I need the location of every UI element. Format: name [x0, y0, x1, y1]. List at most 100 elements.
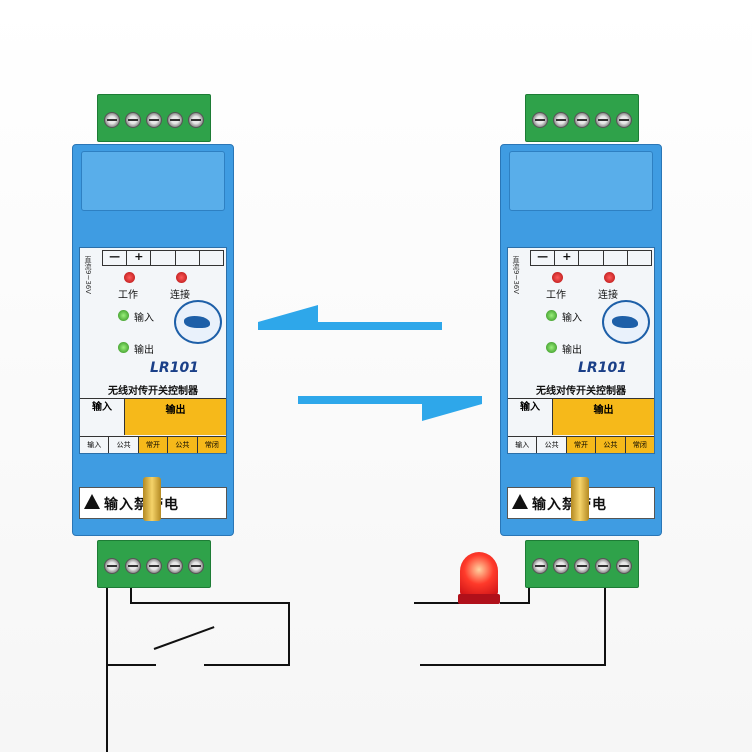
antenna-connector-icon [571, 477, 589, 521]
screw-icon [104, 558, 120, 574]
wire [130, 588, 132, 604]
polarity-cell [176, 251, 200, 265]
wire [106, 588, 108, 752]
work-label: 工作 [546, 290, 566, 301]
screw-icon [146, 112, 162, 128]
table-output-header: 输出 [165, 405, 186, 416]
wire [500, 602, 530, 604]
terminal-cell: 公共 [109, 437, 139, 453]
terminal-cell: 输入 [80, 437, 110, 453]
wire [204, 664, 290, 666]
screw-icon [188, 558, 204, 574]
terminal-cell: 输入 [508, 437, 538, 453]
wire [414, 602, 460, 604]
arrow-right-icon [298, 396, 482, 421]
device-housing: 直流9~36V — + 工作 连接 输入 输出 LR101 无线对传开关 [72, 144, 234, 536]
arrow-left-icon [258, 305, 442, 330]
polarity-cell: + [127, 251, 152, 265]
screw-icon [595, 112, 611, 128]
terminal-cell: 常开 [566, 437, 597, 453]
output-led-icon [546, 342, 557, 353]
top-terminal-block [97, 94, 211, 142]
screw-icon [188, 112, 204, 128]
polarity-cell [628, 251, 651, 265]
terminal-cell: 公共 [168, 437, 198, 453]
screw-icon [146, 558, 162, 574]
table-input-header: 输入 [520, 402, 540, 413]
brand-logo-icon [174, 300, 222, 344]
wire [420, 664, 606, 666]
screw-icon [616, 112, 632, 128]
screw-icon [167, 558, 183, 574]
power-label: 直流9~36V [84, 256, 92, 295]
terminal-cells: 输入 公共 常开 公共 常闭 [80, 436, 227, 453]
terminal-cell: 公共 [537, 437, 567, 453]
wire [130, 602, 290, 604]
link-led-icon [176, 272, 187, 283]
input-led-icon [546, 310, 557, 321]
table-output-header: 输出 [593, 405, 614, 416]
brand-logo-icon [602, 300, 650, 344]
terminal-cell: 公共 [596, 437, 626, 453]
table-output-section: 输出 [552, 399, 654, 435]
polarity-cell: — [531, 251, 556, 265]
screw-icon [167, 112, 183, 128]
polarity-cell: — [103, 251, 128, 265]
warning-text: 输入禁带电 [532, 497, 607, 513]
screw-icon [553, 112, 569, 128]
warning-text: 输入禁带电 [104, 497, 179, 513]
housing-top-cover [509, 151, 653, 211]
terminal-cell: 常闭 [625, 437, 655, 453]
output-led-label: 输出 [134, 345, 154, 356]
link-led-icon [604, 272, 615, 283]
bottom-terminal-block [525, 540, 639, 588]
alarm-lamp-icon [458, 552, 500, 604]
power-label: 直流9~36V [512, 256, 520, 295]
top-terminal-block [525, 94, 639, 142]
lamp-dome [460, 552, 498, 596]
housing-top-cover [81, 151, 225, 211]
wiring-table: 输入 输出 输入 公共 常开 公共 常闭 [80, 398, 227, 453]
wire [604, 588, 606, 666]
table-output-section: 输出 [124, 399, 226, 435]
terminal-cell: 常开 [138, 437, 169, 453]
screw-icon [595, 558, 611, 574]
table-input-header: 输入 [92, 402, 112, 413]
screw-icon [125, 558, 141, 574]
polarity-strip: — + [530, 250, 652, 266]
antenna-connector-icon [143, 477, 161, 521]
polarity-cell [151, 251, 176, 265]
warning-icon [84, 494, 100, 509]
left-controller: 直流9~36V — + 工作 连接 输入 输出 LR101 无线对传开关 [72, 92, 234, 632]
polarity-cell [604, 251, 628, 265]
screw-icon [532, 112, 548, 128]
front-panel: 直流9~36V — + 工作 连接 输入 输出 LR101 无线对传开关 [507, 247, 655, 454]
front-panel: 直流9~36V — + 工作 连接 输入 输出 LR101 无线对传开关 [79, 247, 227, 454]
wiring-table: 输入 输出 输入 公共 常开 公共 常闭 [508, 398, 655, 453]
output-led-icon [118, 342, 129, 353]
screw-icon [125, 112, 141, 128]
work-led-icon [552, 272, 563, 283]
wire [528, 588, 530, 604]
wire [288, 602, 290, 666]
screw-icon [616, 558, 632, 574]
polarity-cell [579, 251, 604, 265]
screw-icon [553, 558, 569, 574]
device-housing: 直流9~36V — + 工作 连接 输入 输出 LR101 无线对传开关 [500, 144, 662, 536]
polarity-strip: — + [102, 250, 224, 266]
polarity-cell: + [555, 251, 580, 265]
input-led-icon [118, 310, 129, 321]
screw-icon [574, 112, 590, 128]
wire [108, 664, 156, 666]
screw-icon [532, 558, 548, 574]
screw-icon [574, 558, 590, 574]
terminal-cell: 常闭 [197, 437, 227, 453]
warning-icon [512, 494, 528, 509]
right-controller: 直流9~36V — + 工作 连接 输入 输出 LR101 无线对传开关 [500, 92, 662, 632]
bottom-terminal-block [97, 540, 211, 588]
link-label: 连接 [170, 290, 190, 301]
terminal-cells: 输入 公共 常开 公共 常闭 [508, 436, 655, 453]
output-led-label: 输出 [562, 345, 582, 356]
input-led-label: 输入 [562, 313, 582, 324]
product-subtitle: 无线对传开关控制器 [108, 386, 198, 397]
